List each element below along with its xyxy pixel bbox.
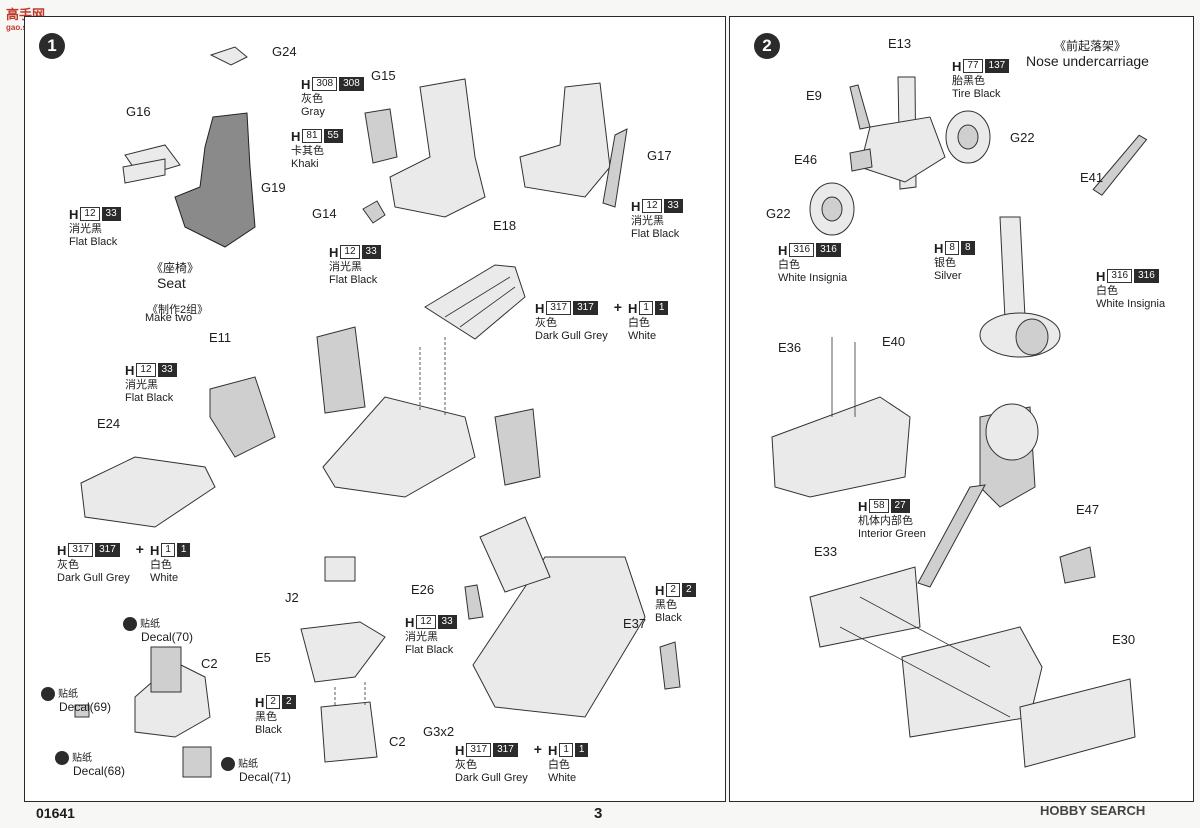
decal-68-callout: 贴纸 Decal(68) (55, 751, 125, 778)
part-label-e46: E46 (794, 152, 818, 167)
part-label-e47: E47 (1076, 502, 1100, 517)
part-label-e11: E11 (209, 330, 232, 345)
part-label-e40: E40 (882, 334, 906, 349)
part-label-e37: E37 (623, 616, 647, 631)
part-label-e41: E41 (1080, 170, 1104, 185)
part-label-e13: E13 (888, 36, 912, 51)
decal-icon (221, 757, 235, 771)
step-2-panel: 2 《前起落架》 Nose undercarriage E13 E9 E46 G… (729, 16, 1194, 802)
decal-icon (123, 617, 137, 631)
part-label-e26: E26 (411, 582, 435, 597)
step-1-drawings (74, 46, 681, 778)
decal-icon (55, 751, 69, 765)
step-2-title-cn: 《前起落架》 (1054, 39, 1127, 53)
cockpit-assembly-center (316, 326, 541, 498)
gear-assembled-drawing (979, 216, 1061, 358)
cockpit-assembly-bottom (464, 516, 681, 718)
decal-70-callout: 贴纸 Decal(70) (123, 617, 193, 644)
main-assembly-drawing (809, 403, 1136, 768)
part-label-e33: E33 (814, 544, 838, 559)
part-label-j2: J2 (285, 590, 299, 605)
part-label-g14: G14 (312, 206, 337, 221)
part-label-g17: G17 (647, 148, 672, 163)
step-2-drawings (771, 76, 1148, 768)
seat-title-cn: 《座椅》 (151, 261, 200, 275)
step-2-title-en: Nose undercarriage (1026, 53, 1149, 69)
seat-g19-drawing (122, 46, 256, 248)
part-label-c2: C2 (389, 734, 406, 749)
bay-e36-e40-drawing (771, 337, 911, 498)
seat-title-en: Seat (157, 275, 186, 291)
part-label-g15: G15 (371, 68, 396, 83)
step-1-panel: 1 G24 G15 G16 G19 G14 G17 E18 E11 E24 J2… (24, 16, 726, 802)
instrument-panel-drawing (74, 646, 212, 778)
part-label-g22-left: G22 (766, 206, 791, 221)
decal-69-callout: 贴纸 Decal(69) (41, 687, 111, 714)
tub-e18-drawing (424, 264, 526, 340)
part-label-e5: E5 (255, 650, 271, 665)
part-label-g3x2: G3x2 (423, 724, 455, 739)
page-number: 3 (594, 805, 603, 822)
part-label-e36: E36 (778, 340, 802, 355)
decal-71-callout: 贴纸 Decal(71) (221, 757, 291, 784)
part-label-g19: G19 (261, 180, 286, 195)
gear-e41-drawing (1092, 134, 1148, 196)
step-number-1: 1 (39, 33, 65, 59)
wheels-drawing (809, 110, 991, 236)
part-label-e18: E18 (493, 218, 517, 233)
panel-e5-c2-drawing (300, 556, 386, 763)
seat-g17-drawing (519, 82, 628, 208)
part-label-g24: G24 (272, 44, 297, 59)
part-label-e30: E30 (1112, 632, 1136, 647)
make-two-cn: 《制作2组》 (147, 304, 209, 316)
decal-icon (41, 687, 55, 701)
part-label-e9: E9 (806, 88, 822, 103)
part-label-g16: G16 (126, 104, 151, 119)
make-two-en: Make two (145, 312, 193, 324)
part-label-c2-top: C2 (201, 656, 218, 671)
part-label-e24: E24 (97, 416, 121, 431)
hobby-search-watermark: HOBBY SEARCH (1040, 803, 1146, 818)
nose-gear-strut-drawing (849, 76, 946, 190)
kit-number: 01641 (36, 805, 75, 821)
seat-g15-drawing (362, 78, 486, 224)
step-number-2: 2 (754, 33, 780, 59)
tub-e24-drawing (80, 376, 276, 528)
part-label-g22-right: G22 (1010, 130, 1035, 145)
